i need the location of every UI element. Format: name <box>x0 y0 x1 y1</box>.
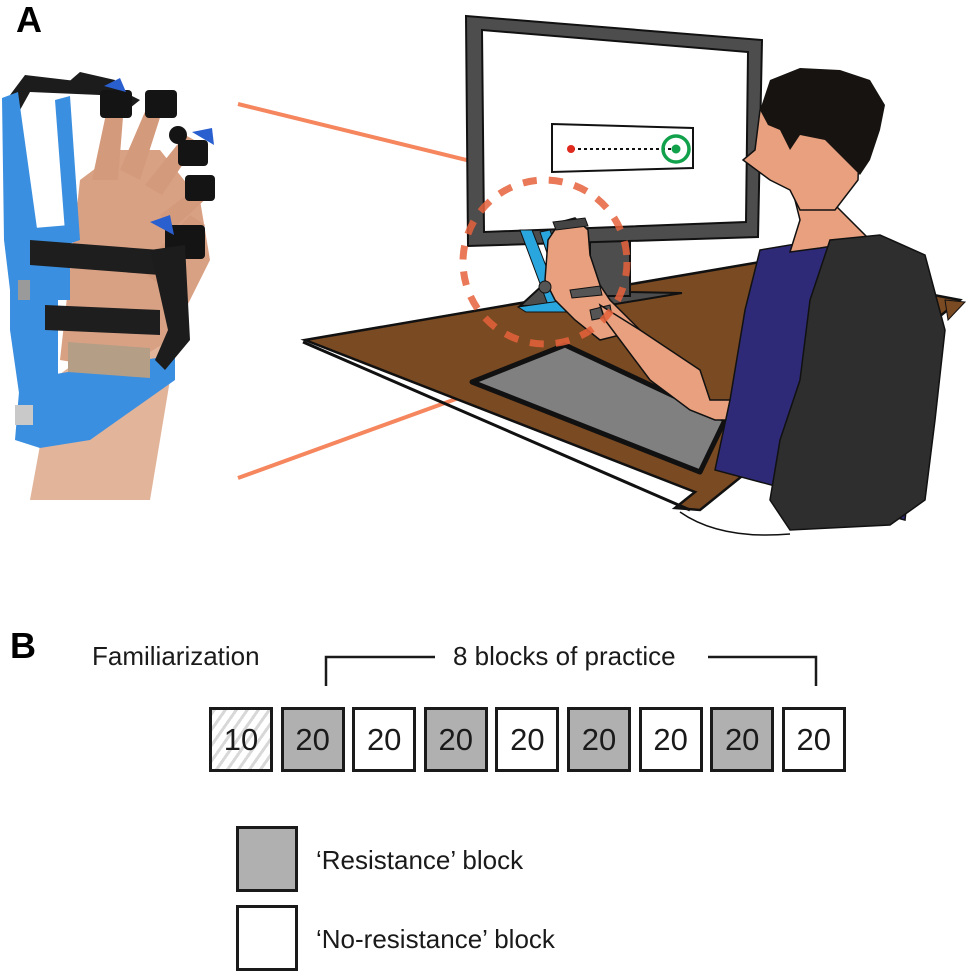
block-resistance: 20 <box>280 707 345 772</box>
block-no-resistance: 20 <box>352 707 417 772</box>
legend-swatch-no-resistance <box>236 905 298 971</box>
panel-b-label: B <box>10 625 36 666</box>
start-dot <box>567 145 575 153</box>
block-familiarization: 10 <box>209 707 273 772</box>
block-resistance: 20 <box>423 707 488 772</box>
legend-label-no-resistance: ‘No-resistance’ block <box>316 924 555 954</box>
participant <box>598 68 967 536</box>
practice-bracket-left <box>324 655 435 686</box>
block-no-resistance: 20 <box>495 707 560 772</box>
panel-a-label: A <box>16 0 42 40</box>
practice-bracket-right <box>708 655 818 686</box>
legend-label-resistance: ‘Resistance’ block <box>316 845 524 875</box>
target-dot <box>671 144 681 154</box>
hand-exoskeleton-photo <box>2 72 215 500</box>
hand-illustration <box>516 217 642 341</box>
familiarization-label: Familiarization <box>92 641 260 671</box>
block-no-resistance: 20 <box>781 707 846 772</box>
block-resistance: 20 <box>710 707 775 772</box>
zoom-callout-circle <box>459 176 631 348</box>
block-resistance: 20 <box>567 707 631 772</box>
block-no-resistance: 20 <box>638 707 703 772</box>
target-ring <box>661 134 691 164</box>
legend-swatch-resistance <box>236 826 298 892</box>
monitor <box>464 14 764 308</box>
practice-label: 8 blocks of practice <box>445 643 684 669</box>
